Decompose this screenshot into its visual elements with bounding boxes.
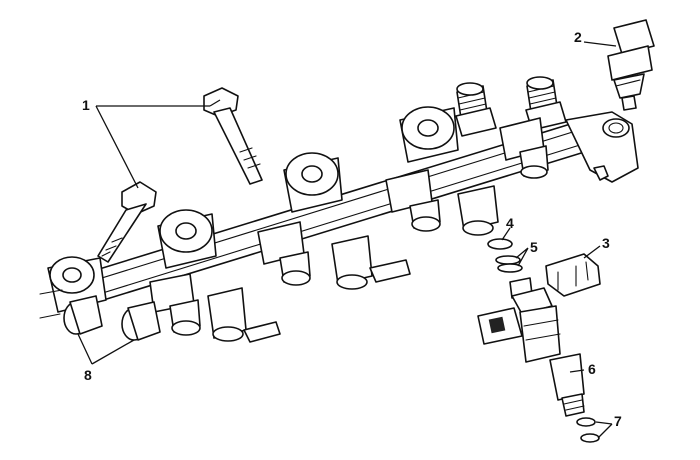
callout-5: 5 xyxy=(530,239,538,255)
callout-labels: 1 2 3 4 5 6 7 8 xyxy=(82,29,622,429)
rail-end-fitting xyxy=(565,111,639,183)
callout-4: 4 xyxy=(506,215,514,231)
rail-bolt-right xyxy=(203,87,263,185)
mounting-boss-2 xyxy=(157,209,217,269)
fuel-pressure-sensor xyxy=(607,19,655,111)
injector-cups xyxy=(149,117,549,343)
injector-cup xyxy=(149,273,201,336)
upper-o-ring xyxy=(487,238,513,250)
injector-cup xyxy=(331,235,411,290)
injector-cup xyxy=(257,221,311,286)
injector-cup xyxy=(457,185,499,236)
threaded-port-left xyxy=(455,82,497,137)
callout-6: 6 xyxy=(588,361,596,377)
callout-7: 7 xyxy=(614,413,622,429)
lower-o-rings xyxy=(576,417,600,443)
leader-lines xyxy=(77,41,617,439)
callout-1: 1 xyxy=(82,97,90,113)
injector-cup xyxy=(385,169,441,232)
rail-end-cap xyxy=(39,289,103,335)
fuel-injector xyxy=(477,277,585,417)
mounting-boss-3 xyxy=(283,152,343,213)
backup-rings xyxy=(495,255,523,273)
injector-cup xyxy=(499,117,549,179)
mounting-boss-4 xyxy=(399,106,459,163)
injector-retainer-clip xyxy=(545,253,601,297)
mounting-boss-1 xyxy=(47,256,107,313)
rail-end-cap xyxy=(121,301,161,341)
injector-cup xyxy=(207,287,281,343)
rail-bolt-left xyxy=(97,181,157,263)
callout-8: 8 xyxy=(84,367,92,383)
callout-3: 3 xyxy=(602,235,610,251)
callout-2: 2 xyxy=(574,29,582,45)
